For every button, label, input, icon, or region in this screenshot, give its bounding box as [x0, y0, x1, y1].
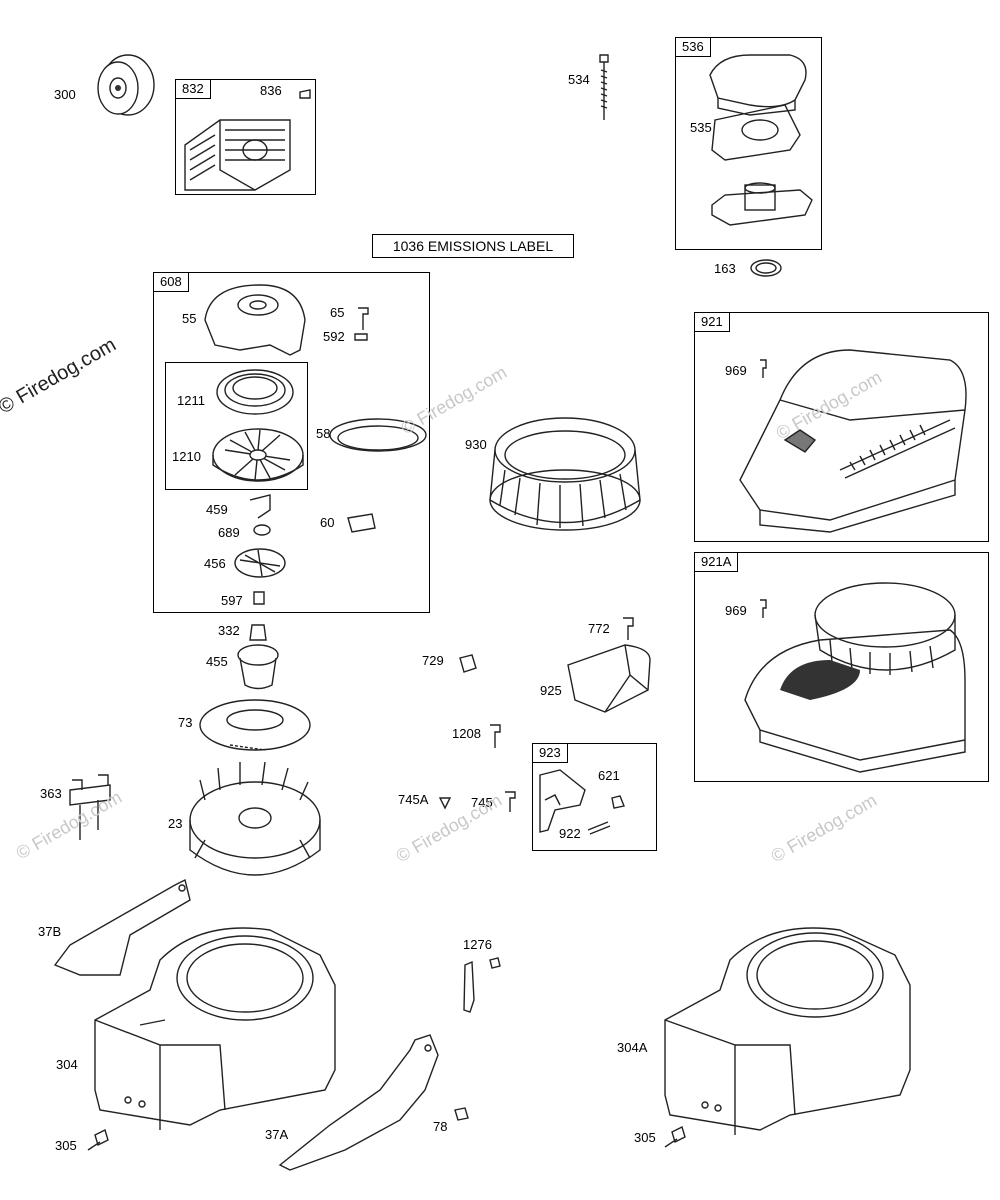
label-969-b: 969 [725, 603, 747, 618]
part-23-flywheel [189, 761, 321, 876]
part-304-blower-housing [94, 927, 336, 1130]
part-729-nut [459, 654, 477, 673]
label-37a: 37A [265, 1127, 289, 1142]
part-37a-baffle [278, 1034, 439, 1171]
part-55-starter-housing [204, 284, 306, 356]
part-1208-screw [490, 724, 501, 748]
label-456: 456 [204, 556, 226, 571]
part-536-air-cleaner [709, 54, 813, 277]
box-label-923: 923 [532, 743, 568, 763]
group-box-921a: 921A [694, 552, 989, 782]
part-597-screw [253, 591, 265, 605]
part-1211-spring [216, 369, 294, 415]
label-930: 930 [465, 437, 487, 452]
box-label-832: 832 [175, 79, 211, 99]
label-55: 55 [182, 311, 197, 326]
part-921a-blower-housing [744, 582, 966, 773]
label-305-left: 305 [55, 1138, 77, 1153]
label-304a: 304A [617, 1040, 648, 1055]
label-621: 621 [598, 768, 620, 783]
label-745a: 745A [398, 792, 429, 807]
part-689-retainer [253, 524, 271, 536]
part-73-screen [199, 699, 311, 751]
label-37b: 37B [38, 924, 62, 939]
label-1210: 1210 [172, 449, 201, 464]
box-label-921a: 921A [694, 552, 739, 572]
part-305-screw-left [87, 1129, 109, 1151]
part-930-rotating-screen [489, 417, 641, 531]
group-box-608: 608 [153, 272, 430, 613]
part-925-air-guide [567, 644, 651, 713]
part-37b-baffle [53, 878, 191, 976]
part-300-pulley [97, 54, 155, 116]
label-65: 65 [330, 305, 345, 320]
part-592-nut [354, 333, 368, 341]
label-23: 23 [168, 816, 183, 831]
part-455-cup [237, 644, 279, 690]
label-58: 58 [316, 426, 331, 441]
group-box-832: 832 [175, 79, 316, 195]
part-456-retainer [234, 548, 286, 578]
label-363: 363 [40, 786, 62, 801]
group-box-921: 921 [694, 312, 989, 542]
part-534-bolt [599, 54, 609, 120]
box-label-536: 536 [675, 37, 711, 57]
part-1276-bracket [463, 957, 501, 1013]
part-78-screw [454, 1107, 469, 1121]
part-832-muffler-guard [184, 119, 291, 191]
part-772-screw [623, 617, 634, 640]
label-592: 592 [323, 329, 345, 344]
emissions-label-banner: 1036 EMISSIONS LABEL [372, 234, 574, 258]
label-922: 922 [559, 826, 581, 841]
label-534: 534 [568, 72, 590, 87]
label-729: 729 [422, 653, 444, 668]
label-300: 300 [54, 87, 76, 102]
label-689: 689 [218, 525, 240, 540]
group-box-spring-pulley [165, 362, 308, 490]
label-925: 925 [540, 683, 562, 698]
part-836-screw [299, 89, 311, 99]
label-969-a: 969 [725, 363, 747, 378]
part-332-nut [249, 624, 267, 641]
box-label-608: 608 [153, 272, 189, 292]
part-745-screw [505, 791, 516, 812]
label-60: 60 [320, 515, 335, 530]
label-73: 73 [178, 715, 193, 730]
label-836: 836 [260, 83, 282, 98]
part-745a-screw [438, 797, 452, 810]
part-304a-blower-housing [664, 927, 911, 1135]
label-535: 535 [690, 120, 712, 135]
label-772: 772 [588, 621, 610, 636]
label-1211: 1211 [177, 393, 205, 408]
label-332: 332 [218, 623, 240, 638]
part-921-blower-housing [739, 349, 967, 533]
part-65-bolt [358, 307, 369, 330]
label-305-right: 305 [634, 1130, 656, 1145]
part-60-handle [347, 513, 376, 533]
part-969-screw-a [760, 359, 767, 378]
label-304: 304 [56, 1057, 78, 1072]
label-163: 163 [714, 261, 736, 276]
label-78: 78 [433, 1119, 448, 1134]
part-58-spring [329, 418, 427, 452]
group-box-923: 923 [532, 743, 657, 851]
label-745: 745 [471, 795, 493, 810]
group-box-536: 536 [675, 37, 822, 250]
label-1208: 1208 [452, 726, 481, 741]
part-1210-pulley [212, 428, 304, 482]
part-459-dog [249, 494, 271, 519]
label-459: 459 [206, 502, 228, 517]
part-969-screw-b [760, 599, 767, 618]
part-923-control-bracket [539, 769, 625, 835]
label-597: 597 [221, 593, 243, 608]
label-1276: 1276 [463, 937, 492, 952]
part-363-ignition-armature [69, 774, 111, 840]
label-455: 455 [206, 654, 228, 669]
part-305-screw-right [664, 1126, 686, 1148]
box-label-921: 921 [694, 312, 730, 332]
